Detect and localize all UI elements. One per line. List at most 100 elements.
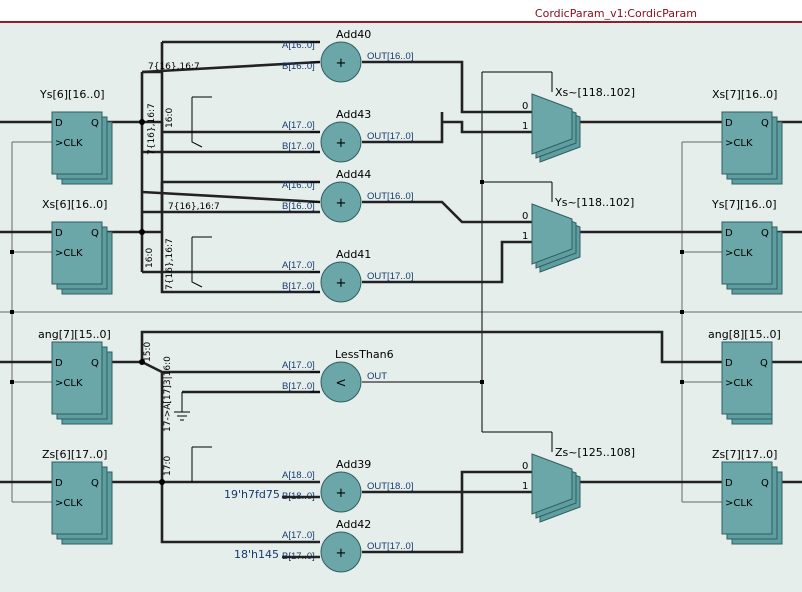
pin-d: D [55,478,63,489]
constant-value: 19'h7fd75 [224,488,280,501]
pin-in0: 0 [522,461,528,472]
pin-out: OUT[18..0] [367,481,413,492]
pin-clk: >CLK [55,138,83,149]
mux-label: Zs~[125..108] [555,446,635,459]
bus-labels: 7{16},16:7 7{16},16:7 16:0 7{16},16:7 16… [143,62,220,476]
operator-label: Add42 [336,518,371,531]
operator-label: Add39 [336,458,371,471]
operator-label: Add41 [336,248,371,261]
pin-q: Q [761,228,769,239]
register-label: Xs[6][16..0] [42,198,107,211]
operator-label: Add44 [336,168,371,181]
operator-label: LessThan6 [335,348,394,361]
less-than-icon: < [336,376,347,391]
pin-b: B[17..0] [282,281,315,292]
pin-b: B[17..0] [282,141,315,152]
bus-label-zs-vert-a: 17:0 [163,456,173,476]
pin-clk: >CLK [55,498,83,509]
pin-d: D [725,118,733,129]
plus-icon: + [336,546,347,561]
ground-symbols [174,96,212,482]
pin-a: A[17..0] [282,530,315,541]
plus-icon: + [336,56,347,71]
pin-in1: 1 [522,121,528,132]
pin-b: B[16..0] [282,201,315,212]
plus-icon: + [336,276,347,291]
register-zs6[interactable]: Zs[6][17..0] D Q >CLK [42,448,113,545]
register-xs7[interactable]: Xs[7][16..0] D Q >CLK [712,88,783,185]
bus-label-top-tap: 7{16},16:7 [148,62,200,72]
pin-out: OUT[17..0] [367,541,413,552]
register-label: Ys[7][16..0] [711,198,777,211]
register-label: Zs[7][17..0] [712,448,777,461]
hierarchy-title: CordicParam_v1:CordicParam [535,7,697,20]
pin-out: OUT[17..0] [367,271,413,282]
pin-out: OUT[16..0] [367,191,413,202]
register-zs7[interactable]: Zs[7][17..0] D Q >CLK [712,448,783,545]
pin-d: D [725,358,733,369]
mux-ys[interactable]: Ys~[118..102] 0 1 [522,196,634,273]
operator-add41[interactable]: Add41 + A[17..0] B[17..0] OUT[17..0] [282,248,413,303]
pin-q: Q [91,478,99,489]
pin-q: Q [760,358,768,369]
operator-lessthan6[interactable]: LessThan6 < A[17..0] B[17..0] OUT [282,348,394,403]
register-label: Zs[6][17..0] [42,448,107,461]
pin-q: Q [91,228,99,239]
operator-add40[interactable]: Add40 + A[16..0] B[16..0] OUT[16..0] [282,28,413,83]
mux-zs[interactable]: Zs~[125..108] 0 1 [522,446,635,523]
operator-add42[interactable]: Add42 + A[17..0] B[17..0] OUT[17..0] 18'… [234,518,413,573]
bus-label-top-vert-a: 7{16},16:7 [147,103,157,155]
pin-clk: >CLK [725,248,753,259]
pin-d: D [55,118,63,129]
pin-q: Q [91,118,99,129]
pin-clk: >CLK [725,378,753,389]
register-label: Xs[7][16..0] [712,88,777,101]
constant-value: 18'h145 [234,548,279,561]
register-label: Ys[6][16..0] [39,88,105,101]
bus-label-ang-vert: 15:0 [143,342,153,362]
register-label: ang[7][15..0] [38,328,111,341]
pin-d: D [725,478,733,489]
register-ang8[interactable]: ang[8][15..0] D Q >CLK [708,328,781,425]
pin-a: A[17..0] [282,260,315,271]
register-ys7[interactable]: Ys[7][16..0] D Q >CLK [711,198,783,295]
pin-out: OUT[16..0] [367,51,413,62]
pin-in0: 0 [522,101,528,112]
pin-d: D [725,228,733,239]
mux-label: Ys~[118..102] [554,196,634,209]
pin-q: Q [761,478,769,489]
pin-out: OUT[17..0] [367,131,413,142]
operator-add39[interactable]: Add39 + A[18..0] B[18..0] OUT[18..0] 19'… [224,458,413,513]
pin-clk: >CLK [55,248,83,259]
register-ang7[interactable]: ang[7][15..0] D Q >CLK [38,328,113,425]
operator-label: Add40 [336,28,371,41]
operator-add43[interactable]: Add43 + A[17..0] B[17..0] OUT[17..0] [282,108,413,163]
register-label: ang[8][15..0] [708,328,781,341]
operator-label: Add43 [336,108,371,121]
operator-add44[interactable]: Add44 + A[16..0] B[16..0] OUT[16..0] [282,168,413,223]
pin-q: Q [91,358,99,369]
bus-label-zs-vert-b: 17->A[17]3|16:0 [163,356,173,432]
pin-d: D [55,358,63,369]
plus-icon: + [336,136,347,151]
pin-clk: >CLK [725,138,753,149]
pin-q: Q [761,118,769,129]
mux-xs[interactable]: Xs~[118..102] 0 1 [522,86,635,163]
pin-in1: 1 [522,481,528,492]
bus-label-mid-vert-a: 16:0 [145,248,155,268]
pin-in1: 1 [522,231,528,242]
register-xs6[interactable]: Xs[6][16..0] D Q >CLK [42,198,113,295]
pin-a: A[16..0] [282,180,315,191]
mux-label: Xs~[118..102] [555,86,635,99]
pin-b: B[17..0] [282,381,315,392]
pin-stubs [310,41,320,393]
plus-icon: + [336,196,347,211]
bus-label-top-vert-b: 16:0 [165,108,175,128]
plus-icon: + [336,486,347,501]
register-ys6[interactable]: Ys[6][16..0] D Q >CLK [39,88,113,185]
pin-clk: >CLK [725,498,753,509]
pin-a: A[17..0] [282,120,315,131]
pin-a: A[16..0] [282,40,315,51]
